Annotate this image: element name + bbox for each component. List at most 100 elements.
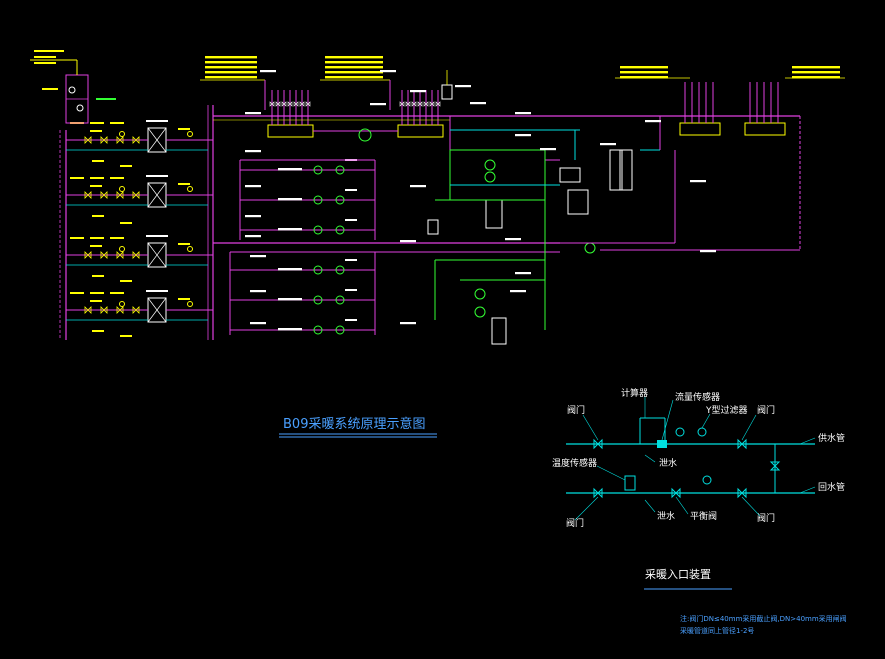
label-mark xyxy=(120,335,132,337)
valve-icon xyxy=(100,306,108,314)
valve-icon xyxy=(116,306,124,314)
label-mark xyxy=(278,198,302,201)
label-mark xyxy=(600,143,616,146)
pressure-gauge-icon xyxy=(702,475,712,485)
heating-schematic xyxy=(30,50,845,345)
valve-icon xyxy=(132,251,140,259)
note-line-1: 注:阀门DN≤40mm采用截止阀,DN>40mm采用闸阀 xyxy=(680,614,847,623)
pump-icon xyxy=(335,265,345,275)
gauge-icon xyxy=(187,301,193,307)
label-mark xyxy=(205,56,257,59)
label-mark xyxy=(178,298,190,300)
leader-line xyxy=(741,496,761,517)
label-mark xyxy=(178,183,190,185)
valve-icon xyxy=(84,191,92,199)
exchanger-cross xyxy=(147,242,167,268)
label-mark xyxy=(34,62,56,64)
distributor-icon xyxy=(679,122,721,136)
temp-sensor-icon xyxy=(624,475,636,491)
leader-line xyxy=(644,499,656,513)
pump-icon xyxy=(335,225,345,235)
label-mark xyxy=(345,189,357,191)
label-mark xyxy=(90,130,102,132)
label-mark xyxy=(110,292,124,294)
valve-icon xyxy=(429,101,435,107)
leader-line xyxy=(574,496,599,521)
label-valve-top-right: 阀门 xyxy=(757,404,775,416)
label-mark xyxy=(245,150,261,153)
gauge-icon xyxy=(119,131,125,137)
water-heater-icon xyxy=(559,167,581,183)
valve-icon xyxy=(84,136,92,144)
label-mark xyxy=(90,122,104,124)
label-mark xyxy=(90,292,104,294)
label-mark xyxy=(410,90,426,93)
bypass-valve-icon xyxy=(769,461,781,471)
exchanger-cross xyxy=(147,182,167,208)
pump-icon xyxy=(313,265,323,275)
pump-icon xyxy=(313,165,323,175)
label-mark xyxy=(92,330,104,332)
label-mark xyxy=(510,290,526,293)
valve-icon xyxy=(116,136,124,144)
label-mark xyxy=(345,259,357,261)
label-mark xyxy=(325,71,383,74)
label-mark xyxy=(92,215,104,217)
pump-icon xyxy=(335,195,345,205)
label-mark xyxy=(178,243,190,245)
label-mark xyxy=(90,245,102,247)
label-mark xyxy=(792,71,840,74)
valve-icon xyxy=(423,101,429,107)
gauge-icon xyxy=(187,131,193,137)
label-y-filter: Y型过滤器 xyxy=(705,404,748,416)
label-mark xyxy=(146,290,168,292)
valve-icon xyxy=(116,251,124,259)
label-mark xyxy=(146,175,168,177)
label-mark xyxy=(400,322,416,325)
pump-icon xyxy=(474,288,486,300)
label-mark xyxy=(34,50,64,52)
pressure-gauge-icon xyxy=(675,427,685,437)
entry-title: 采暖入口装置 xyxy=(645,568,711,581)
exchanger-cross xyxy=(147,127,167,153)
diagram-title: B09采暖系统原理示意图 xyxy=(283,416,425,432)
pump-icon xyxy=(484,159,496,171)
valve-icon xyxy=(100,136,108,144)
label-drain-bottom: 泄水 xyxy=(657,510,675,522)
pump-icon xyxy=(484,171,496,183)
meter-icon xyxy=(441,84,453,100)
valve-icon xyxy=(100,251,108,259)
label-mark xyxy=(620,71,668,74)
valve-icon xyxy=(399,101,405,107)
note-line-2: 采暖管道同上管径1-2号 xyxy=(680,626,754,635)
thermometer-icon xyxy=(697,427,707,437)
gauge-icon xyxy=(119,186,125,192)
leader-line xyxy=(799,486,816,494)
label-mark xyxy=(260,70,276,73)
pump-icon xyxy=(358,128,372,142)
water-heater-icon xyxy=(567,189,589,215)
collector-icon xyxy=(397,124,444,138)
valve-icon xyxy=(305,101,311,107)
label-drain-top: 泄水 xyxy=(659,457,677,469)
label-mark xyxy=(278,298,302,301)
label-mark xyxy=(620,76,668,79)
valve-icon xyxy=(411,101,417,107)
valve-icon xyxy=(132,306,140,314)
pump-icon xyxy=(313,195,323,205)
label-mark xyxy=(245,112,261,115)
tank-fitting-icon xyxy=(68,86,76,94)
heating-entry-device: 计算器 流量传感器 阀门 Y型过滤器 阀门 供水管 回水管 温度传感器 泄水 泄… xyxy=(552,387,845,529)
label-supply-pipe: 供水管 xyxy=(818,432,845,444)
pump-icon xyxy=(313,225,323,235)
pump-icon xyxy=(335,295,345,305)
leader-line xyxy=(644,454,656,463)
label-mark xyxy=(400,240,416,243)
label-mark xyxy=(325,56,383,59)
valve-icon xyxy=(132,136,140,144)
label-mark xyxy=(96,98,116,100)
label-mark xyxy=(325,66,383,69)
label-mark xyxy=(370,103,386,106)
flow-sensor-icon xyxy=(657,440,667,448)
